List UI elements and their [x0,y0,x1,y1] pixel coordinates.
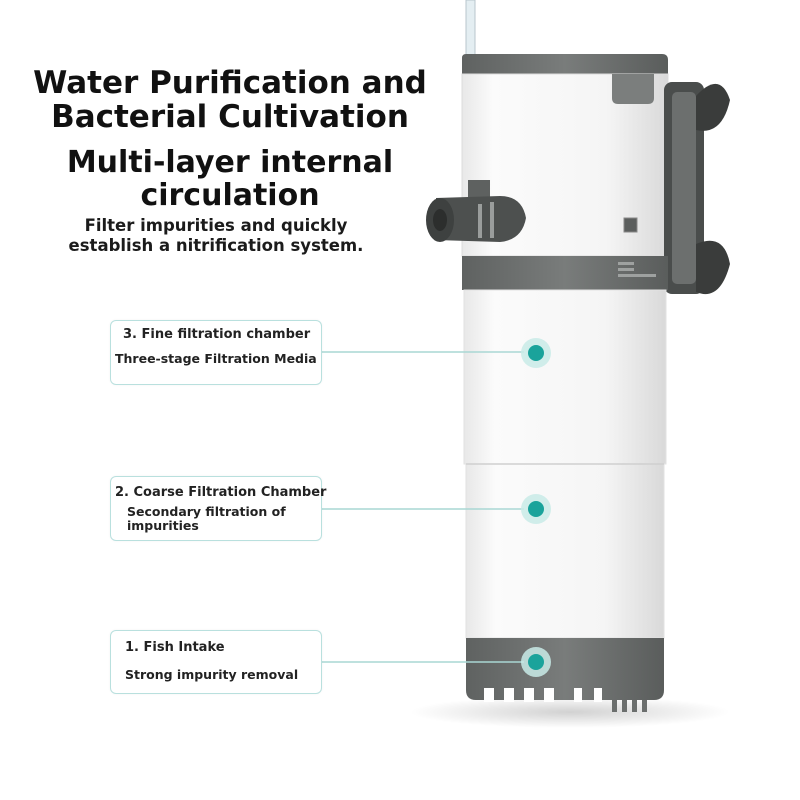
callout-title: 1. Fish Intake [125,640,225,655]
fish-intake-base [466,638,664,700]
callout-description: Three-stage Filtration Media [115,352,317,366]
callout-description-line-1: Three-stage Filtration Media [115,351,317,366]
middle-band [462,256,668,290]
headline-line-4: circulation [140,178,320,213]
headline-line-2: Bacterial Cultivation [51,99,409,135]
callout-description-line-1: Secondary filtration of [127,504,286,519]
headline-line-3: Multi-layer internal [66,145,394,180]
subtitle: Filter impurities and quickly establish … [36,216,396,256]
top-cap [462,54,668,74]
callout-fish-intake: 1. Fish Intake Strong impurity removal [110,630,322,694]
headline-secondary: Multi-layer internal circulation [20,146,440,212]
coarse-filtration-chamber [465,463,665,639]
intake-slots [484,688,647,712]
subtitle-line-1: Filter impurities and quickly [84,216,348,235]
callout-description: Secondary filtration of impurities [115,505,317,533]
suction-cup-icon-top [696,83,730,131]
adjust-slot [623,217,638,233]
callout-description: Strong impurity removal [115,668,317,682]
fine-filtration-chamber [463,289,667,465]
suction-cup-icon-bottom [696,240,730,295]
callout-coarse-filtration: 2. Coarse Filtration Chamber Secondary f… [110,476,327,541]
floor-shadow [410,696,730,728]
callout-title: 3. Fine filtration chamber [123,327,311,342]
callout-description-line-1: Strong impurity removal [125,667,299,682]
callout-description-line-2: impurities [127,518,199,533]
headline-primary: Water Purification and Bacterial Cultiva… [20,66,440,134]
lid-tab [612,74,654,104]
callout-fine-filtration: 3. Fine filtration chamber Three-stage F… [110,320,322,385]
subtitle-line-2: establish a nitrification system. [68,236,364,255]
headline-line-1: Water Purification and [33,65,427,101]
callout-title: 2. Coarse Filtration Chamber [115,485,327,500]
